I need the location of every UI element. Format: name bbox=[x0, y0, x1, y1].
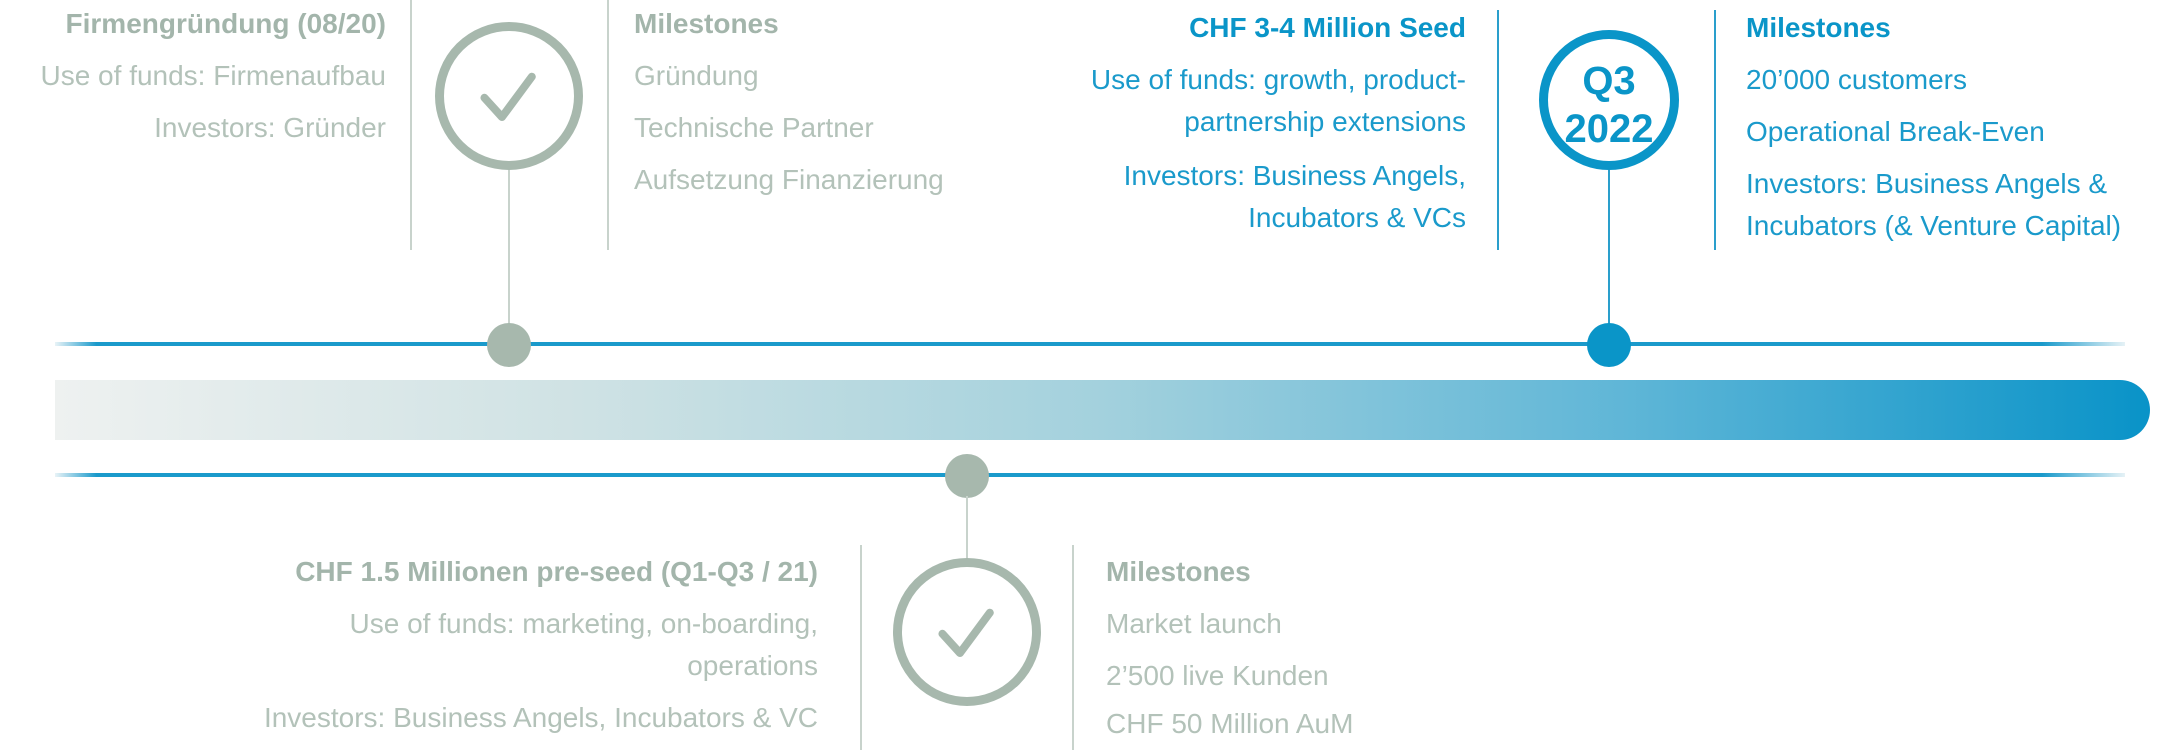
preseed-milestones-title: Milestones bbox=[1106, 556, 1251, 587]
preseed-investors: Investors: Business Angels, Incubators &… bbox=[263, 702, 818, 733]
timeline-dot-preseed bbox=[945, 454, 989, 498]
timeline-dot-seed bbox=[1587, 323, 1631, 367]
founding-title: Firmengründung (08/20) bbox=[65, 8, 386, 39]
preseed-milestone-item: CHF 50 Million AuM bbox=[1106, 708, 1354, 739]
divider bbox=[1072, 545, 1074, 750]
badge-year: 2022 bbox=[1564, 107, 1654, 151]
seed-milestone-investors: Investors: Business Angels & bbox=[1746, 168, 2108, 199]
timeline-dot-founding bbox=[487, 323, 531, 367]
timeline-progress-bar bbox=[55, 380, 2150, 440]
connector-line bbox=[966, 496, 968, 560]
founding-milestone-item: Gründung bbox=[634, 60, 759, 91]
check-circle-icon bbox=[893, 558, 1041, 706]
founding-milestone-item: Aufsetzung Finanzierung bbox=[634, 164, 944, 195]
preseed-use-of-funds: operations bbox=[687, 650, 818, 681]
divider bbox=[860, 545, 862, 750]
preseed-title: CHF 1.5 Millionen pre-seed (Q1-Q3 / 21) bbox=[295, 556, 818, 587]
timeline-upper-line bbox=[55, 342, 2125, 346]
connector-line bbox=[508, 170, 510, 344]
divider bbox=[607, 0, 609, 250]
seed-investors: Incubators & VCs bbox=[1248, 202, 1466, 233]
preseed-use-of-funds: Use of funds: marketing, on-boarding, bbox=[349, 608, 818, 639]
seed-use-of-funds: partnership extensions bbox=[1184, 106, 1466, 137]
seed-investors: Investors: Business Angels, bbox=[1123, 160, 1466, 191]
preseed-milestone-item: Market launch bbox=[1106, 608, 1282, 639]
seed-use-of-funds: Use of funds: growth, product- bbox=[1090, 64, 1466, 95]
divider bbox=[410, 0, 412, 250]
divider bbox=[1714, 10, 1716, 250]
preseed-milestone-item: 2’500 live Kunden bbox=[1106, 660, 1329, 691]
founding-investors: Investors: Gründer bbox=[154, 112, 386, 143]
timeline-lower-line bbox=[55, 473, 2125, 477]
seed-milestone-investors: Incubators (& Venture Capital) bbox=[1746, 210, 2122, 241]
founding-milestone-item: Technische Partner bbox=[634, 112, 874, 143]
badge-quarter: Q3 bbox=[1582, 59, 1636, 103]
connector-line bbox=[1608, 170, 1610, 344]
seed-milestones-title: Milestones bbox=[1746, 12, 1891, 43]
q3-2022-badge: Q3 2022 bbox=[1539, 30, 1679, 170]
check-circle-icon bbox=[435, 22, 583, 170]
seed-milestone-item: Operational Break-Even bbox=[1746, 116, 2045, 147]
seed-title: CHF 3-4 Million Seed bbox=[1189, 12, 1466, 43]
founding-milestones-title: Milestones bbox=[634, 8, 779, 39]
founding-use-of-funds: Use of funds: Firmenaufbau bbox=[40, 60, 386, 91]
seed-milestone-item: 20’000 customers bbox=[1746, 64, 1968, 95]
divider bbox=[1497, 10, 1499, 250]
